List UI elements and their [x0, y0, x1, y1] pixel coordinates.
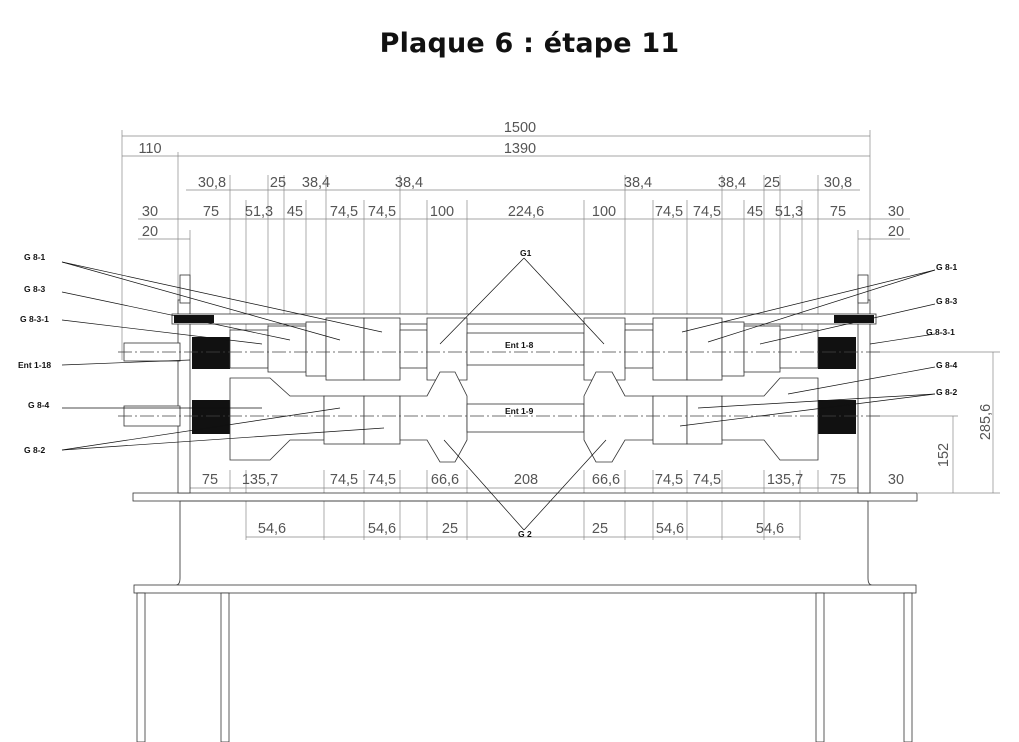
- bearing-left-lower: [192, 400, 230, 434]
- label-ent-1-8: Ent 1-8: [505, 340, 534, 350]
- svg-text:38,4: 38,4: [395, 175, 423, 191]
- upright-left: [177, 299, 191, 494]
- label-g8-4-right: G 8-4: [936, 360, 958, 370]
- svg-text:152: 152: [936, 443, 952, 467]
- svg-text:25: 25: [592, 521, 608, 537]
- label-g8-3-right: G 8-3: [936, 296, 958, 306]
- top-bar-left-block: [174, 315, 214, 323]
- part-labels: G 8-1 G 8-3 G 8-3-1 Ent 1-18 G 8-4 G 8-2…: [18, 248, 958, 539]
- bearing-right-lower: [818, 400, 856, 434]
- label-g8-4-left: G 8-4: [28, 400, 50, 410]
- label-g8-2-left: G 8-2: [24, 445, 46, 455]
- dim-overall: 1500: [504, 120, 536, 136]
- dimension-lines: [121, 130, 1000, 540]
- svg-text:74,5: 74,5: [330, 204, 358, 220]
- label-g8-2-right: G 8-2: [936, 387, 958, 397]
- upright-right: [857, 299, 871, 494]
- svg-text:30: 30: [142, 204, 158, 220]
- top-bar-right-block: [834, 315, 874, 323]
- label-g2: G 2: [518, 529, 532, 539]
- svg-text:285,6: 285,6: [978, 404, 994, 440]
- svg-text:66,6: 66,6: [431, 472, 459, 488]
- svg-text:38,4: 38,4: [302, 175, 330, 191]
- leg-left-inner: [220, 592, 230, 742]
- svg-text:20: 20: [888, 224, 904, 240]
- svg-text:74,5: 74,5: [368, 204, 396, 220]
- page-title: Plaque 6 : étape 11: [379, 28, 680, 59]
- svg-text:75: 75: [830, 472, 846, 488]
- svg-text:45: 45: [747, 204, 763, 220]
- label-g8-3-left: G 8-3: [24, 284, 46, 294]
- svg-text:75: 75: [202, 472, 218, 488]
- leg-right-outer: [903, 592, 913, 742]
- apron: [175, 501, 873, 586]
- table-top: [133, 584, 917, 594]
- svg-text:38,4: 38,4: [718, 175, 746, 191]
- svg-text:100: 100: [592, 204, 616, 220]
- label-g8-1-right: G 8-1: [936, 262, 958, 272]
- svg-text:30,8: 30,8: [198, 175, 226, 191]
- top-plate: [132, 492, 918, 502]
- svg-text:135,7: 135,7: [767, 472, 803, 488]
- top-bar: [171, 313, 877, 325]
- bearing-left-upper: [192, 337, 230, 369]
- dimension-text: 1500 1390 110 30,8 25 38,4 38,4 38,4 38,…: [138, 120, 994, 537]
- svg-text:51,3: 51,3: [775, 204, 803, 220]
- svg-text:135,7: 135,7: [242, 472, 278, 488]
- leg-right-inner: [815, 592, 825, 742]
- svg-text:74,5: 74,5: [693, 204, 721, 220]
- dim-offset: 110: [138, 141, 161, 157]
- svg-text:30: 30: [888, 472, 904, 488]
- svg-text:25: 25: [270, 175, 286, 191]
- svg-text:38,4: 38,4: [624, 175, 652, 191]
- svg-text:54,6: 54,6: [656, 521, 684, 537]
- svg-text:66,6: 66,6: [592, 472, 620, 488]
- dim-overall-inner: 1390: [504, 141, 536, 157]
- frame: [132, 274, 918, 742]
- svg-text:208: 208: [514, 472, 538, 488]
- svg-text:74,5: 74,5: [655, 204, 683, 220]
- svg-text:74,5: 74,5: [693, 472, 721, 488]
- label-g8-3-1-right: G 8-3-1: [926, 327, 955, 337]
- lower-shaft: [118, 371, 880, 463]
- svg-text:25: 25: [442, 521, 458, 537]
- svg-text:30: 30: [888, 204, 904, 220]
- svg-text:54,6: 54,6: [756, 521, 784, 537]
- svg-text:54,6: 54,6: [258, 521, 286, 537]
- svg-text:45: 45: [287, 204, 303, 220]
- bearing-right-upper: [818, 337, 856, 369]
- svg-text:75: 75: [203, 204, 219, 220]
- svg-text:25: 25: [764, 175, 780, 191]
- label-g8-1-left: G 8-1: [24, 252, 46, 262]
- svg-text:30,8: 30,8: [824, 175, 852, 191]
- svg-text:75: 75: [830, 204, 846, 220]
- svg-text:20: 20: [142, 224, 158, 240]
- leader-lines: [61, 257, 936, 531]
- label-ent-1-18: Ent 1-18: [18, 360, 51, 370]
- svg-text:51,3: 51,3: [245, 204, 273, 220]
- svg-text:54,6: 54,6: [368, 521, 396, 537]
- svg-text:74,5: 74,5: [368, 472, 396, 488]
- svg-text:74,5: 74,5: [655, 472, 683, 488]
- label-ent-1-9: Ent 1-9: [505, 406, 534, 416]
- svg-text:224,6: 224,6: [508, 204, 544, 220]
- label-g1: G1: [520, 248, 532, 258]
- svg-text:100: 100: [430, 204, 454, 220]
- bolt-right: [857, 274, 869, 304]
- svg-text:74,5: 74,5: [330, 472, 358, 488]
- upper-shaft: [118, 317, 880, 381]
- leg-left-outer: [136, 592, 146, 742]
- label-g8-3-1-left: G 8-3-1: [20, 314, 49, 324]
